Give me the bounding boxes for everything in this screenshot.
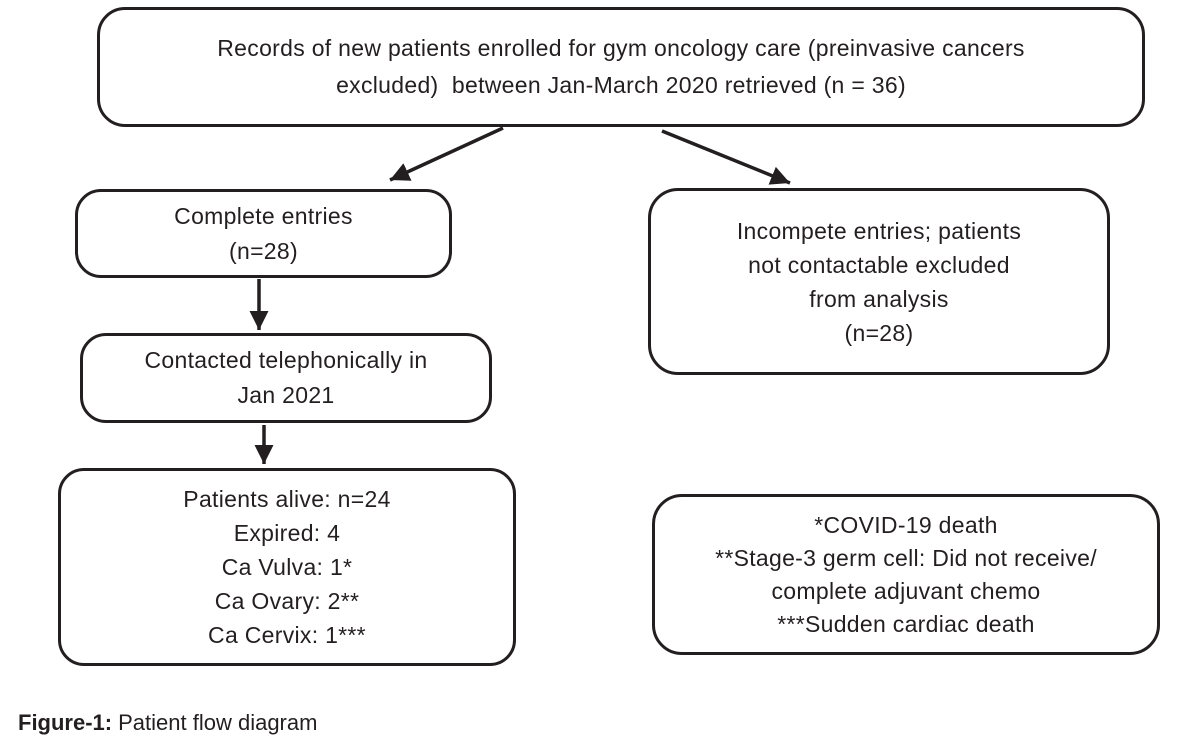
patient-outcomes-text: Patients alive: n=24 Expired: 4 Ca Vulva… [183,486,391,648]
incomplete-entries-text: Incompete entries; patients not contacta… [736,217,1022,346]
footnotes-text: *COVID-19 death **Stage-3 germ cell: Did… [715,511,1097,637]
incomplete-entries-box: Incompete entries; patients not contacta… [648,188,1110,375]
arrow-top-to-complete [389,126,504,182]
complete-entries-text: Complete entries (n=28) [174,202,353,264]
records-retrieved-text: Records of new patients enrolled for gym… [217,35,1025,98]
records-retrieved-box: Records of new patients enrolled for gym… [97,7,1145,127]
arrow-top-to-incomplete [661,129,791,185]
figure-caption: Figure-1:Patient flow diagram [18,710,317,736]
complete-entries-box: Complete entries (n=28) [75,189,452,278]
contacted-telephonically-text: Contacted telephonically in Jan 2021 [144,347,428,408]
figure-caption-label: Figure-1: [18,710,113,735]
figure-caption-text: Patient flow diagram [118,710,318,735]
contacted-telephonically-box: Contacted telephonically in Jan 2021 [80,333,492,423]
patient-outcomes-box: Patients alive: n=24 Expired: 4 Ca Vulva… [58,468,516,666]
footnotes-box: *COVID-19 death **Stage-3 germ cell: Did… [652,494,1160,655]
